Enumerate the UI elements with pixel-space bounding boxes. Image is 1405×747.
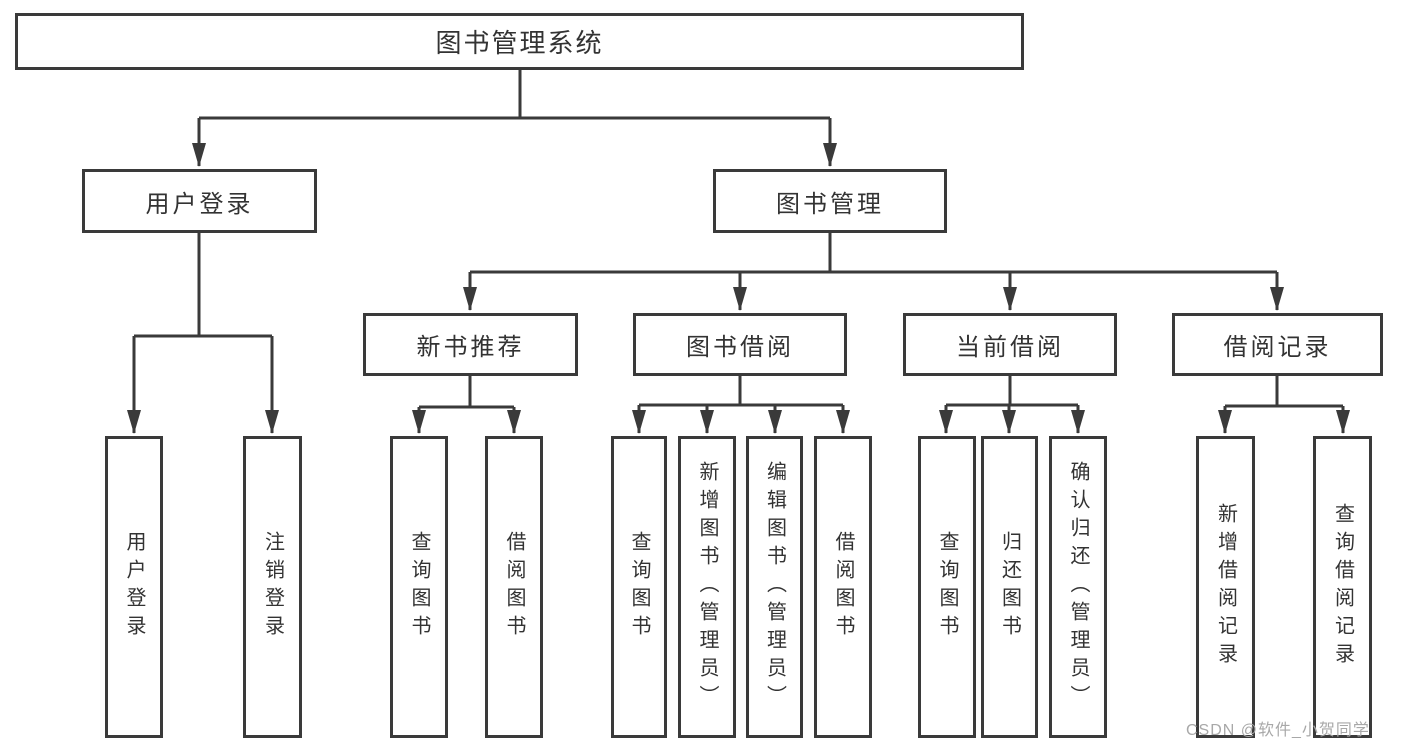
leaf-borrow-add-books-admin-label: 新增图书（管理员） xyxy=(696,461,718,713)
node-book-management: 图书管理 xyxy=(713,169,947,233)
leaf-borrow-edit-books-admin-label: 编辑图书（管理员） xyxy=(763,461,786,713)
leaf-records-add-record-label: 新增借阅记录 xyxy=(1214,503,1237,671)
node-current-borrow-label: 当前借阅 xyxy=(956,334,1064,361)
leaf-recommend-query-books-label: 查询图书 xyxy=(408,531,430,643)
leaf-recommend-borrow-books: 借阅图书 xyxy=(485,436,543,738)
node-book-management-label: 图书管理 xyxy=(776,190,884,218)
leaf-borrow-query-books-label: 查询图书 xyxy=(628,531,650,643)
node-borrow-records-label: 借阅记录 xyxy=(1223,334,1332,361)
leaf-current-query-books-label: 查询图书 xyxy=(936,531,958,643)
leaf-borrow-borrow-books: 借阅图书 xyxy=(814,436,872,738)
leaf-recommend-query-books: 查询图书 xyxy=(390,436,448,738)
node-book-borrow-label: 图书借阅 xyxy=(686,334,794,361)
leaf-records-query-record-label: 查询借阅记录 xyxy=(1331,503,1354,671)
leaf-borrow-query-books: 查询图书 xyxy=(611,436,667,738)
leaf-user-login-label: 用户登录 xyxy=(123,531,145,643)
node-new-book-recommend-label: 新书推荐 xyxy=(416,334,525,361)
leaf-records-query-record: 查询借阅记录 xyxy=(1313,436,1372,738)
leaf-current-return-books-label: 归还图书 xyxy=(998,531,1021,643)
leaf-recommend-borrow-books-label: 借阅图书 xyxy=(503,531,525,643)
leaf-records-add-record: 新增借阅记录 xyxy=(1196,436,1255,738)
node-current-borrow: 当前借阅 xyxy=(903,313,1117,376)
leaf-logout: 注销登录 xyxy=(243,436,302,738)
csdn-watermark: CSDN @软件_小贺同学 xyxy=(1186,722,1370,739)
leaf-borrow-add-books-admin: 新增图书（管理员） xyxy=(678,436,736,738)
node-user-login: 用户登录 xyxy=(82,169,317,233)
node-book-borrow: 图书借阅 xyxy=(633,313,847,376)
leaf-logout-label: 注销登录 xyxy=(261,531,284,643)
node-user-login-label: 用户登录 xyxy=(145,190,254,218)
leaf-borrow-borrow-books-label: 借阅图书 xyxy=(832,531,854,643)
leaf-current-confirm-return-admin-label: 确认归还（管理员） xyxy=(1067,461,1089,713)
leaf-borrow-edit-books-admin: 编辑图书（管理员） xyxy=(746,436,803,738)
node-new-book-recommend: 新书推荐 xyxy=(363,313,578,376)
node-root-system: 图书管理系统 xyxy=(15,13,1024,70)
leaf-current-query-books: 查询图书 xyxy=(918,436,976,738)
leaf-user-login: 用户登录 xyxy=(105,436,163,738)
node-root-system-label: 图书管理系统 xyxy=(435,28,604,58)
leaf-current-confirm-return-admin: 确认归还（管理员） xyxy=(1049,436,1107,738)
node-borrow-records: 借阅记录 xyxy=(1172,313,1383,376)
leaf-current-return-books: 归还图书 xyxy=(981,436,1038,738)
